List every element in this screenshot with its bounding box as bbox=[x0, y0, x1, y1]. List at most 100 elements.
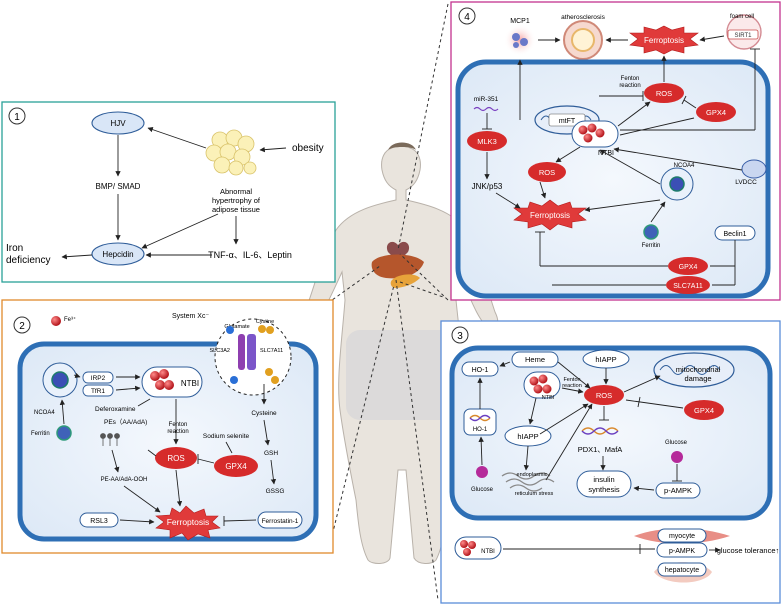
pdx1-label: PDX1、MafA bbox=[578, 445, 623, 454]
glucose-right-label: Glucose bbox=[665, 440, 688, 446]
tnf-label: TNF-α、IL-6、Leptin bbox=[208, 250, 292, 260]
obesity-label: obesity bbox=[292, 143, 324, 154]
ros-top-node bbox=[644, 83, 684, 103]
slc7a11-label: SLC7A11 bbox=[673, 283, 703, 290]
panel-1-arrows bbox=[61, 127, 287, 260]
ntbi-label: NTBI bbox=[181, 379, 199, 388]
heme-box bbox=[511, 351, 559, 368]
glutamate-icon-2 bbox=[230, 376, 238, 384]
panel-4-number: 4 bbox=[464, 12, 470, 23]
ros-label: ROS bbox=[167, 454, 184, 463]
panel-3-arrows bbox=[477, 361, 661, 492]
cystine-icon-1 bbox=[258, 325, 266, 333]
fenton-label-2: reaction bbox=[167, 429, 188, 435]
panel-4: 4 MCP1 atherosclerosis Ferroptosis foam … bbox=[450, 1, 781, 301]
ros-label: ROS bbox=[596, 391, 612, 400]
irp2-label: IRP2 bbox=[91, 375, 106, 382]
ros-mid-label: ROS bbox=[539, 168, 555, 177]
iron-deficiency-label-2: deficiency bbox=[6, 255, 50, 266]
hiapp-top-label: hIAPP bbox=[595, 355, 616, 364]
hjv-node bbox=[91, 111, 145, 135]
sodium-selenite-label: Sodium selenite bbox=[203, 433, 250, 440]
panel-2-inhibitions bbox=[137, 398, 257, 526]
panel-2-number: 2 bbox=[19, 321, 25, 332]
pe-oh-label: PE-AA/AdA-OOH bbox=[101, 477, 148, 483]
ncoa4-ferritin-icon bbox=[51, 371, 69, 389]
slc3a2-protein bbox=[238, 334, 245, 370]
mlk3-label: MLK3 bbox=[477, 137, 497, 146]
gpx4-top-label: GPX4 bbox=[706, 108, 726, 117]
ferroptosis-top-label: Ferroptosis bbox=[644, 36, 684, 45]
irp2-box bbox=[82, 371, 114, 384]
ros-mid-node bbox=[528, 162, 566, 182]
adipose-label-1: Abnormal bbox=[220, 187, 252, 196]
panel-1-number-badge bbox=[8, 107, 26, 125]
slc7a11-protein bbox=[247, 334, 256, 370]
gpx4-label: GPX4 bbox=[694, 406, 714, 415]
ferritin-icon bbox=[643, 224, 659, 240]
ho1-box-label: HO-1 bbox=[472, 367, 489, 374]
cysteine-label: Cysteine bbox=[251, 410, 277, 417]
ferrostatin-box bbox=[257, 511, 303, 529]
hepatocyte-box bbox=[657, 562, 707, 577]
tfr1-label: TfR1 bbox=[91, 388, 105, 395]
ferroptosis-burst bbox=[513, 199, 587, 231]
pampk-bottom-label: p-AMPK bbox=[669, 548, 695, 555]
ferritin-label: Ferritin bbox=[642, 243, 661, 249]
ntbi-label: NTBI bbox=[542, 395, 555, 401]
mtft-label: mtFT bbox=[559, 118, 576, 125]
ncoa4-label: NCOA4 bbox=[674, 163, 695, 169]
gpx4-bottom-node bbox=[668, 257, 708, 275]
lvdcc-channel-icon bbox=[741, 159, 767, 179]
mcp1-label: MCP1 bbox=[510, 18, 530, 25]
cysteine-icon-1 bbox=[265, 368, 273, 376]
panel-3-number-badge bbox=[451, 326, 469, 344]
hiapp-mid-label: hIAPP bbox=[517, 432, 538, 441]
pes-label: PEs（AA/AdA) bbox=[104, 418, 147, 426]
sirt1-label: SIRT1 bbox=[735, 33, 753, 39]
mcp1-glow bbox=[504, 24, 536, 56]
fenton-label-1: Fenton bbox=[563, 377, 580, 383]
ho1-box bbox=[461, 361, 499, 377]
slc7a11-node bbox=[666, 276, 710, 294]
glutamate-label: Glutamate bbox=[224, 324, 249, 330]
fe3-legend-label: Fe³⁺ bbox=[64, 316, 76, 323]
heme-label: Heme bbox=[525, 355, 545, 364]
mtft-box bbox=[548, 113, 586, 127]
iron-deficiency-label-1: Iron bbox=[6, 243, 23, 254]
panel-1-number: 1 bbox=[14, 112, 20, 123]
fenton-label-2: reaction bbox=[619, 83, 640, 89]
glucose-left-icon bbox=[476, 466, 488, 478]
foam-cell-label-1: foam cell bbox=[730, 14, 754, 20]
panel-3-bottom-lines bbox=[503, 544, 721, 554]
cystine-icon-2 bbox=[266, 326, 274, 334]
mito-damage-label-1: mitochondrial bbox=[676, 365, 721, 374]
ros-node bbox=[584, 385, 624, 405]
atherosclerosis-label: atherosclerosis bbox=[561, 14, 605, 21]
ferritin-icon bbox=[56, 425, 72, 441]
insulin-label-1: insulin bbox=[593, 475, 614, 484]
rsl3-box bbox=[79, 512, 119, 528]
myocyte-label: myocyte bbox=[669, 533, 695, 540]
fenton-label-1: Fenton bbox=[169, 422, 188, 428]
hjv-label: HJV bbox=[110, 119, 126, 128]
panel-4-arrows bbox=[484, 35, 743, 223]
panel-1-border bbox=[1, 101, 336, 283]
ntbi-bottom-label: NTBI bbox=[481, 549, 495, 555]
fe3-legend-icon bbox=[51, 316, 61, 326]
ferroptosis-top-burst bbox=[629, 25, 699, 55]
pampk-bottom-box bbox=[656, 542, 708, 558]
deferoxamine-label: Deferoxamine bbox=[95, 406, 136, 413]
glutamate-icon bbox=[226, 326, 234, 334]
mir351-label: miR-351 bbox=[474, 96, 499, 103]
panel-2-arrows bbox=[59, 372, 277, 525]
ferroptosis-label: Ferroptosis bbox=[530, 211, 570, 220]
panel-4-inhibitions bbox=[482, 48, 760, 286]
hepcidin-node bbox=[91, 242, 145, 266]
ho1-gene-label: HO-1 bbox=[473, 427, 488, 433]
ros-top-label: ROS bbox=[656, 89, 672, 98]
er-icon bbox=[501, 472, 555, 492]
myocyte-box bbox=[657, 528, 707, 543]
insulin-label-2: synthesis bbox=[588, 485, 620, 494]
